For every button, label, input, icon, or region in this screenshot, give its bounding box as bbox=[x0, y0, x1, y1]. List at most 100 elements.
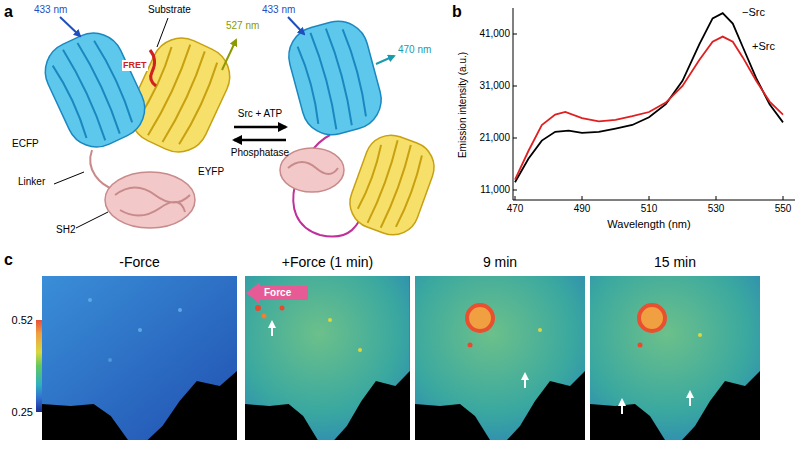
panel-letter: b bbox=[452, 2, 462, 21]
part-label: SH2 bbox=[56, 224, 75, 236]
micrograph bbox=[178, 308, 182, 312]
excitation-arrow bbox=[288, 17, 304, 34]
force-arrow bbox=[246, 282, 308, 304]
ecfp-barrel bbox=[36, 23, 155, 157]
micrograph bbox=[262, 314, 267, 319]
micrograph bbox=[638, 343, 643, 348]
wavelength-label: 433 nm bbox=[34, 4, 67, 16]
white-arrow bbox=[618, 398, 626, 414]
fret-label: FRET bbox=[122, 60, 148, 71]
spectrum-curve bbox=[515, 37, 783, 180]
chart-axes bbox=[513, 8, 795, 200]
panel-heading: 9 min bbox=[415, 254, 585, 271]
micrograph bbox=[415, 276, 585, 440]
micrograph bbox=[245, 276, 410, 440]
white-arrow bbox=[686, 390, 694, 406]
micrograph bbox=[358, 348, 362, 352]
part-label: EYFP bbox=[198, 166, 224, 178]
curve-label: −Src bbox=[742, 6, 765, 19]
sh2-domain bbox=[115, 188, 190, 216]
image-panel: -Force bbox=[42, 254, 237, 440]
axis-tick: 31,000 bbox=[479, 80, 510, 92]
substrate-peptide bbox=[150, 50, 156, 86]
eyfp-barrel bbox=[343, 128, 442, 242]
panel-letter: c bbox=[4, 250, 13, 269]
image-panel: 9 min bbox=[415, 254, 585, 440]
micrograph bbox=[255, 305, 261, 311]
part-label: Substrate bbox=[148, 4, 191, 16]
excitation-arrow bbox=[60, 17, 80, 36]
leader-line bbox=[54, 172, 84, 184]
protein-illustration bbox=[280, 15, 441, 243]
micrograph bbox=[639, 305, 665, 331]
image-panel: +Force (1 min) bbox=[245, 254, 410, 440]
panel-letter: a bbox=[4, 2, 13, 21]
micrograph bbox=[42, 276, 237, 440]
white-arrow bbox=[268, 320, 694, 414]
ecfp-barrel bbox=[48, 35, 136, 147]
micrograph bbox=[415, 276, 585, 440]
micrograph bbox=[468, 343, 473, 348]
axis-tick: 21,000 bbox=[479, 132, 510, 144]
colorbar-value: 0.52 bbox=[12, 314, 33, 327]
eyfp-barrel bbox=[343, 128, 442, 242]
ecfp-barrel bbox=[282, 15, 388, 142]
micrograph bbox=[108, 358, 112, 362]
micrograph bbox=[590, 276, 760, 440]
micrograph bbox=[415, 276, 585, 440]
axis-tick: 11,000 bbox=[480, 184, 510, 196]
sh2-domain bbox=[280, 148, 344, 192]
axis-title: Wavelength (nm) bbox=[607, 218, 690, 231]
ecfp-barrel bbox=[295, 24, 370, 134]
force-label: Force bbox=[264, 287, 291, 299]
micrograph bbox=[538, 328, 542, 332]
micrograph bbox=[88, 298, 92, 302]
wavelength-label: 470 nm bbox=[398, 44, 431, 56]
chart-axes bbox=[513, 8, 795, 200]
axis-tick: 550 bbox=[775, 203, 792, 215]
axis-tick: 530 bbox=[708, 203, 725, 215]
panel-heading: +Force (1 min) bbox=[245, 254, 410, 271]
sh2-domain bbox=[105, 172, 195, 228]
reaction-label: Src + ATP bbox=[238, 108, 283, 120]
micrograph bbox=[590, 276, 760, 440]
axis-tick: 41,000 bbox=[479, 28, 510, 40]
sh2-domain bbox=[105, 172, 195, 228]
sh2-domain bbox=[280, 148, 344, 192]
protein-illustration bbox=[36, 17, 240, 228]
leader-line bbox=[157, 18, 168, 47]
linker bbox=[90, 150, 115, 190]
sh2-domain bbox=[288, 162, 338, 174]
axis-tick: 510 bbox=[641, 203, 658, 215]
micrograph bbox=[245, 276, 410, 440]
panel-heading: -Force bbox=[42, 254, 237, 271]
emission-arrow bbox=[222, 40, 236, 70]
wavelength-label: 527 nm bbox=[226, 20, 259, 32]
eyfp-barrel bbox=[354, 135, 426, 233]
micrograph bbox=[138, 328, 142, 332]
micrograph bbox=[42, 276, 237, 440]
part-label: Linker bbox=[18, 176, 45, 188]
micrograph bbox=[245, 276, 410, 440]
image-panel: 15 min bbox=[590, 254, 760, 440]
eyfp-barrel bbox=[133, 38, 221, 150]
ecfp-barrel bbox=[36, 23, 155, 157]
ecfp-barrel bbox=[282, 15, 388, 142]
micrograph bbox=[590, 276, 760, 440]
micrograph bbox=[42, 276, 237, 440]
emission-arrow bbox=[376, 56, 394, 64]
wavelength-label: 433 nm bbox=[262, 4, 295, 16]
leader-line bbox=[76, 212, 108, 228]
panel-heading: 15 min bbox=[590, 254, 760, 271]
micrograph bbox=[328, 318, 332, 322]
spectrum-curve bbox=[515, 13, 783, 182]
micrograph bbox=[467, 305, 493, 331]
axis-tick: 490 bbox=[574, 203, 591, 215]
part-label: ECFP bbox=[12, 138, 39, 150]
reaction-arrows bbox=[234, 126, 286, 129]
reaction-arrows bbox=[234, 127, 286, 140]
curve-label: +Src bbox=[752, 40, 775, 53]
axis-tick: 470 bbox=[507, 203, 524, 215]
micrograph bbox=[698, 333, 702, 337]
